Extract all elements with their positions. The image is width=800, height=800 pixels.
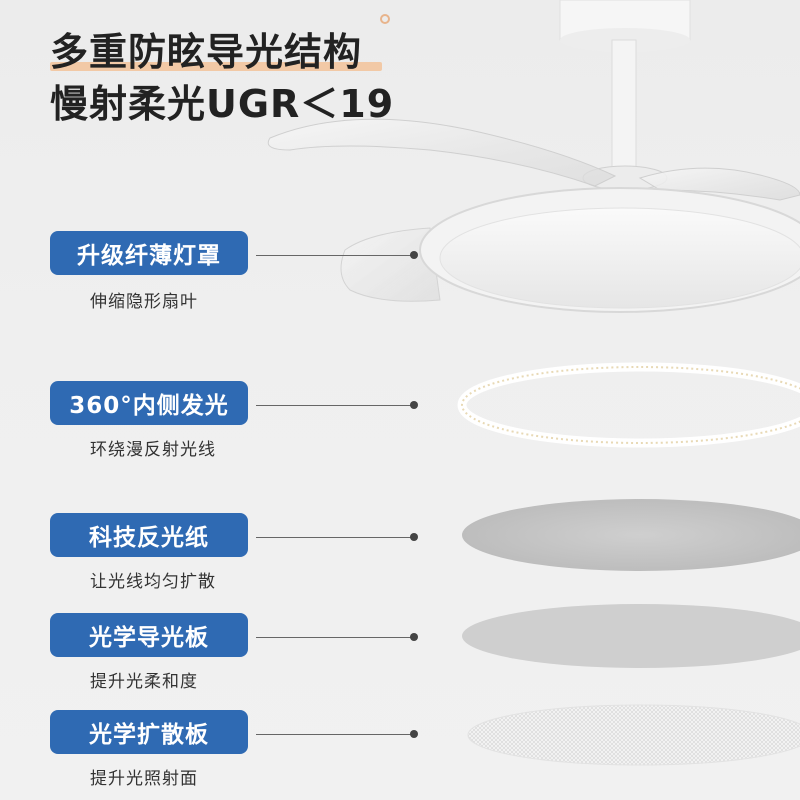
title-block: 多重防眩导光结构 慢射柔光UGR＜19 [50,26,394,130]
layer-label-3: 科技反光纸 让光线均匀扩散 [50,513,248,592]
title-line-2: 慢射柔光UGR＜19 [50,78,394,130]
leader-line [256,637,414,638]
light-guide-plate-disc [462,604,800,668]
leader-line [256,734,414,735]
layer-label-4: 光学导光板 提升光柔和度 [50,613,248,692]
leader-dot [410,730,418,738]
layer-label-2: 360°内侧发光 环绕漫反射光线 [50,381,248,460]
leader-line [256,405,414,406]
layer-badge: 360°内侧发光 [50,381,248,425]
lamp-shade-disc [419,187,800,313]
layer-caption: 提升光柔和度 [90,672,198,692]
canopy [559,0,691,52]
layer-badge: 升级纤薄灯罩 [50,231,248,275]
layer-caption: 提升光照射面 [90,769,198,789]
leader-dot [410,533,418,541]
fan-blades [267,118,800,302]
leader-dot [410,251,418,259]
title-line-1: 多重防眩导光结构 [50,26,394,78]
layer-caption: 让光线均匀扩散 [90,572,216,592]
diffuser-plate-disc [467,704,800,766]
title-highlight [50,62,382,71]
layer-caption: 伸缩隐形扇叶 [90,292,198,312]
leader-line [256,537,414,538]
title-text-1: 多重防眩导光结构 [50,30,363,74]
layer-label-5: 光学扩散板 提升光照射面 [50,710,248,789]
layer-caption: 环绕漫反射光线 [90,440,216,460]
leader-dot [410,401,418,409]
reflective-paper-disc [462,499,800,571]
title-text-2: 慢射柔光UGR＜19 [50,82,395,126]
downrod [611,39,637,171]
leader-line [256,255,414,256]
layer-badge: 光学扩散板 [50,710,248,754]
layer-label-1: 升级纤薄灯罩 伸缩隐形扇叶 [50,231,248,312]
layer-badge: 科技反光纸 [50,513,248,557]
led-ring [457,362,800,448]
layer-badge: 光学导光板 [50,613,248,657]
sparkle-icon [380,14,390,24]
leader-dot [410,633,418,641]
